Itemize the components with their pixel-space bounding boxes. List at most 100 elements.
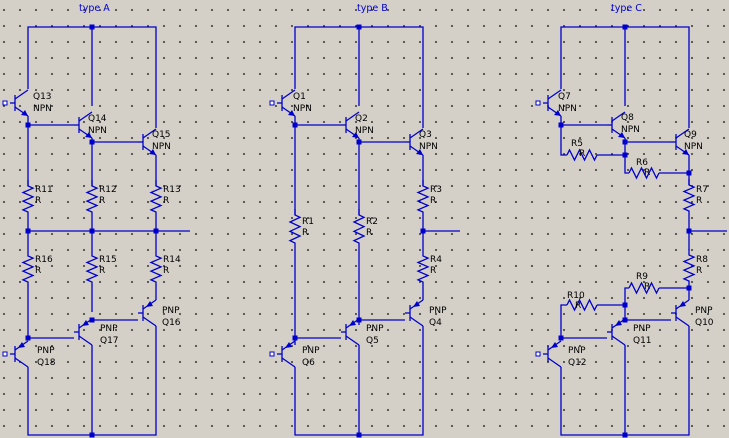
collector-lead <box>14 89 29 100</box>
collector-lead <box>281 357 296 368</box>
circuit-type-c <box>558 24 727 438</box>
junction-dot <box>356 24 362 30</box>
emitter-arrow <box>85 132 92 138</box>
junction-dot <box>89 432 95 438</box>
transistor-type: PNP <box>302 346 320 356</box>
resistor-ref: R12 <box>99 185 117 195</box>
resistor-ref: R2 <box>366 217 378 227</box>
resistor-r3: R3R <box>416 180 442 218</box>
emitter-arrow <box>618 132 625 138</box>
resistor-ref: R5 <box>571 139 583 149</box>
transistor-type: NPN <box>88 126 107 136</box>
resistor-zigzag <box>566 148 598 162</box>
wire <box>560 304 567 338</box>
resistor-value: R <box>35 196 41 206</box>
resistor-zigzag <box>149 250 163 288</box>
resistor-r6: R6R <box>628 158 660 180</box>
collector-lead <box>281 89 296 100</box>
input-pin <box>535 351 541 357</box>
junction-dot <box>153 228 159 234</box>
section-title-type-b: type B <box>357 3 388 14</box>
transistor-ref: Q13 <box>33 92 52 102</box>
resistor-value: R <box>302 228 308 238</box>
resistor-r2: R2R <box>352 209 378 249</box>
collector-lead <box>675 128 690 139</box>
resistor-ref: R15 <box>99 255 117 265</box>
transistor-ref: Q15 <box>152 130 171 140</box>
resistor-value: R <box>163 266 169 276</box>
emitter-arrow <box>554 110 561 116</box>
junction-dot <box>686 285 692 291</box>
transistor-ref: Q14 <box>88 114 107 124</box>
transistor-ref: Q2 <box>355 114 368 124</box>
resistor-ref: R16 <box>35 255 53 265</box>
resistor-ref: R6 <box>636 158 648 168</box>
emitter-arrow <box>352 132 359 138</box>
transistor-type: PNP <box>633 324 651 334</box>
junction-dot <box>89 24 95 30</box>
emitter-arrow <box>285 342 292 348</box>
collector-lead <box>409 128 424 139</box>
resistor-zigzag <box>628 166 660 180</box>
input-pin <box>535 100 541 106</box>
resistor-zigzag <box>416 250 430 288</box>
transistor-type: PNP <box>366 324 384 334</box>
transistor-ref: Q3 <box>419 130 432 140</box>
transistor-type: PNP <box>429 306 447 316</box>
resistor-ref: R10 <box>567 291 585 301</box>
resistor-value: R <box>99 196 105 206</box>
resistor-ref: R4 <box>430 255 442 265</box>
junction-dot <box>25 228 31 234</box>
transistor-type: NPN <box>621 125 640 135</box>
resistor-zigzag <box>85 180 99 218</box>
transistor-ref: Q4 <box>429 318 442 328</box>
emitter-arrow <box>288 110 295 116</box>
resistor-zigzag <box>149 180 163 218</box>
transistor-type: NPN <box>293 104 312 114</box>
resistor-zigzag <box>682 249 696 287</box>
transistor-ref: Q1 <box>293 92 306 102</box>
resistor-value: R <box>644 168 650 178</box>
junction-dot <box>622 302 628 308</box>
resistor-zigzag <box>352 209 366 249</box>
resistor-zigzag <box>85 250 99 288</box>
resistor-r7: R7R <box>682 179 708 217</box>
transistor-ref: Q18 <box>37 358 56 368</box>
emitter-arrow <box>615 320 622 326</box>
resistor-value: R <box>163 196 169 206</box>
junction-dot <box>686 228 692 234</box>
transistor-ref: Q5 <box>366 336 379 346</box>
emitter-arrow <box>149 149 156 155</box>
transistor-type: PNP <box>568 346 586 356</box>
resistor-ref: R11 <box>35 185 53 195</box>
junction-dot <box>25 122 31 128</box>
resistor-r4: R4R <box>416 250 442 288</box>
emitter-arrow <box>682 149 689 155</box>
junction-dot <box>356 432 362 438</box>
wire <box>624 287 629 320</box>
transistor-ref: Q6 <box>302 358 315 368</box>
junction-dot <box>292 335 298 341</box>
transistor-ref: Q16 <box>162 318 181 328</box>
resistor-value: R <box>579 149 585 159</box>
resistor-r1: R1R <box>288 209 314 249</box>
resistor-ref: R8 <box>696 255 708 265</box>
resistor-zigzag <box>566 298 598 312</box>
resistor-ref: R14 <box>163 255 181 265</box>
collector-lead <box>78 111 93 122</box>
wire <box>560 125 567 156</box>
